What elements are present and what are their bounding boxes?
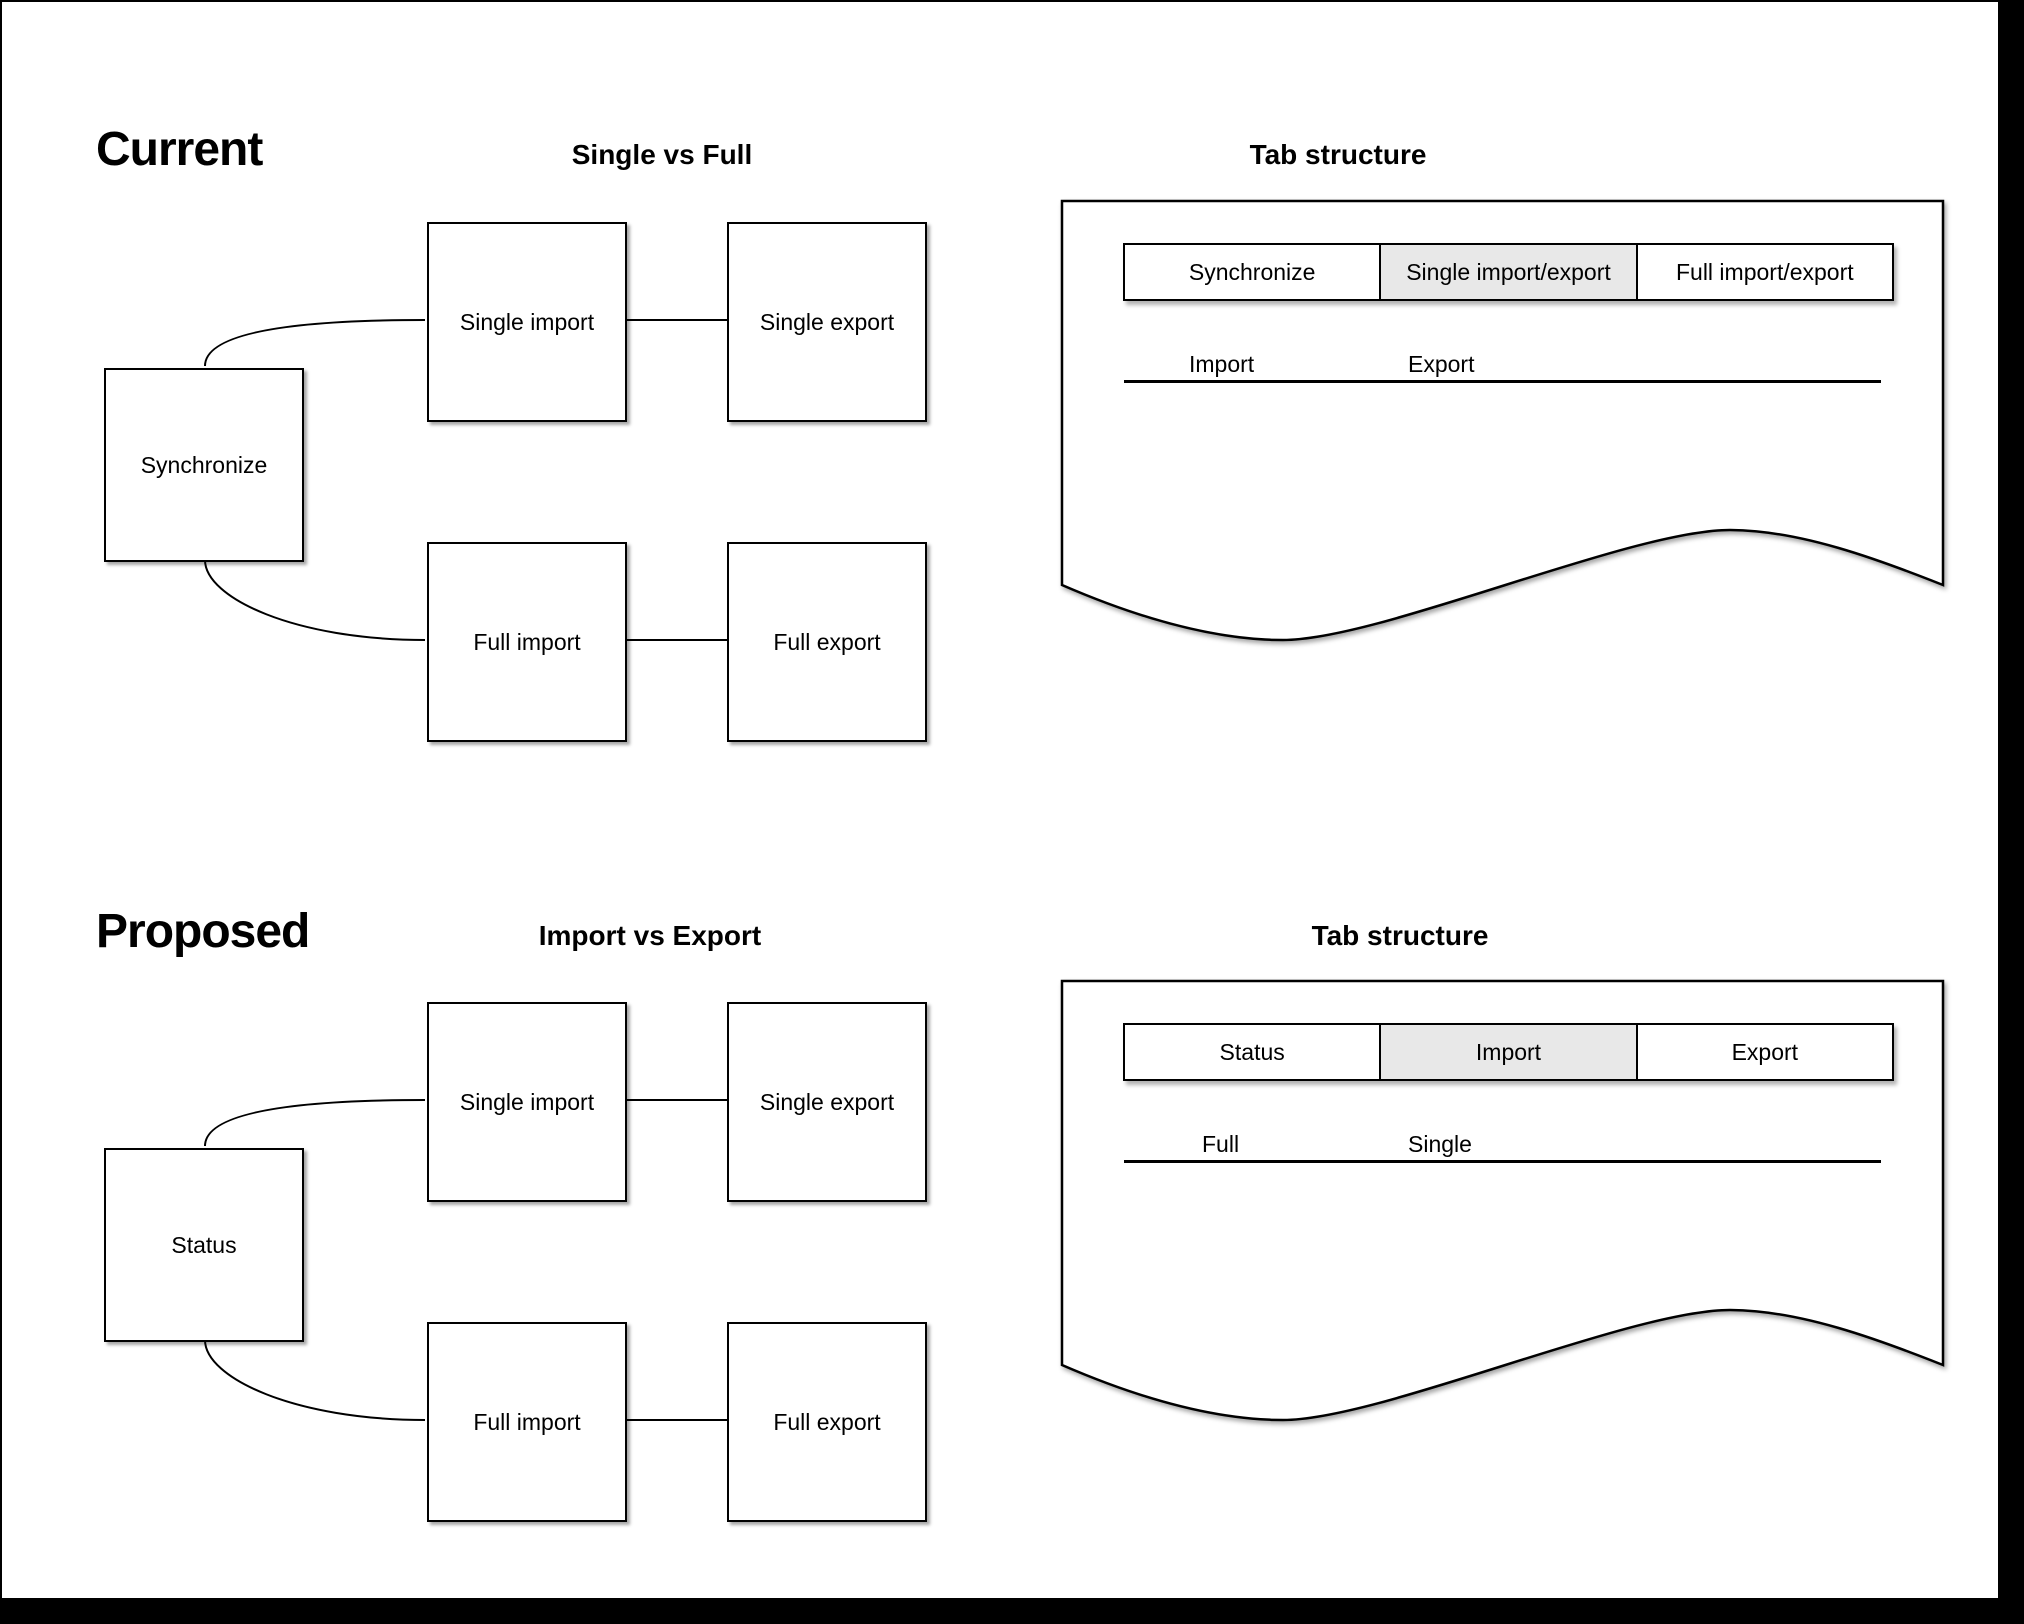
node-single-import-proposed: Single import [427,1002,627,1202]
connector-sync-to-single-import [204,319,426,367]
node-single-export-proposed: Single export [727,1002,927,1202]
node-status: Status [104,1148,304,1342]
diagram-canvas: Current Single vs Full Tab structure Syn… [2,2,1998,1598]
tab-panel-document-proposed [1060,979,1945,1422]
flow-heading-proposed: Import vs Export [538,920,762,951]
tab-export: Export [1635,1025,1892,1079]
node-single-import-current: Single import [427,222,627,422]
tab-single-import-export: Single import/export [1379,245,1636,299]
tab-full-import-export: Full import/export [1635,245,1892,299]
node-single-export-current: Single export [727,222,927,422]
connector-sync-to-full-import [204,559,426,641]
node-full-export-current: Full export [727,542,927,742]
connector-status-to-single-import [204,1099,426,1147]
connector-status-to-full-import [204,1339,426,1421]
tab-import: Import [1379,1025,1636,1079]
tab-panel-document-current [1060,199,1945,642]
node-full-export-proposed: Full export [727,1322,927,1522]
panel-label-single: Single [1408,1131,1472,1157]
node-full-import-current: Full import [427,542,627,742]
tab-status: Status [1125,1025,1380,1079]
panel-label-export: Export [1408,351,1475,377]
panel-heading-current: Tab structure [1249,139,1427,170]
panel-divider-proposed [1124,1160,1881,1163]
tab-bar-current: Synchronize Single import/export Full im… [1123,243,1894,301]
panel-label-full: Full [1202,1131,1240,1157]
node-synchronize: Synchronize [104,368,304,562]
panel-label-import: Import [1189,351,1255,377]
tab-bar-proposed: Status Import Export [1123,1023,1894,1081]
tab-synchronize: Synchronize [1125,245,1380,299]
section-title-current: Current [96,123,263,176]
node-full-import-proposed: Full import [427,1322,627,1522]
flow-heading-current: Single vs Full [571,139,753,170]
section-title-proposed: Proposed [96,905,310,958]
panel-divider-current [1124,380,1881,383]
panel-heading-proposed: Tab structure [1311,920,1489,951]
